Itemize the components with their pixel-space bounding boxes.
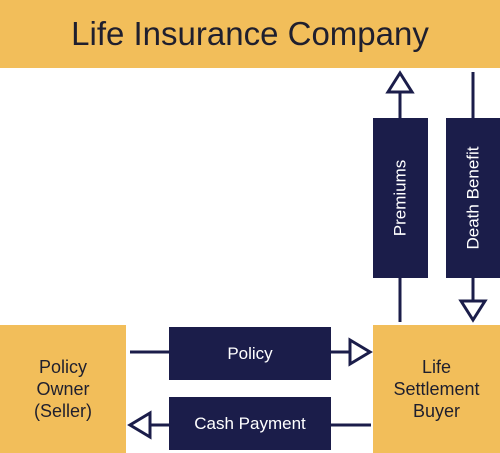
premiums-flow-label-box: Premiums [373,118,428,278]
policy-arrow-head [348,337,373,367]
life-settlement-buyer-box: Life Settlement Buyer [373,325,500,453]
death-benefit-flow-label-box: Death Benefit [446,118,500,278]
policy-owner-box: Policy Owner (Seller) [0,325,126,453]
cash-payment-flow-label: Cash Payment [194,413,306,433]
policy-flow-label: Policy [227,343,273,363]
cash-arrow-head [127,410,152,440]
death-benefit-flow-label: Death Benefit [463,146,483,250]
death-benefit-arrow-head [458,299,488,323]
cash-payment-flow-label-box: Cash Payment [169,397,331,450]
policy-owner-label: Policy Owner (Seller) [33,357,92,421]
life-settlement-buyer-label: Life Settlement Buyer [393,357,480,421]
premiums-flow-label: Premiums [390,159,410,237]
life-insurance-company-label: Life Insurance Company [71,15,429,52]
life-insurance-company-box: Life Insurance Company [0,0,500,68]
premiums-arrow-head [385,70,415,94]
policy-flow-label-box: Policy [169,327,331,380]
